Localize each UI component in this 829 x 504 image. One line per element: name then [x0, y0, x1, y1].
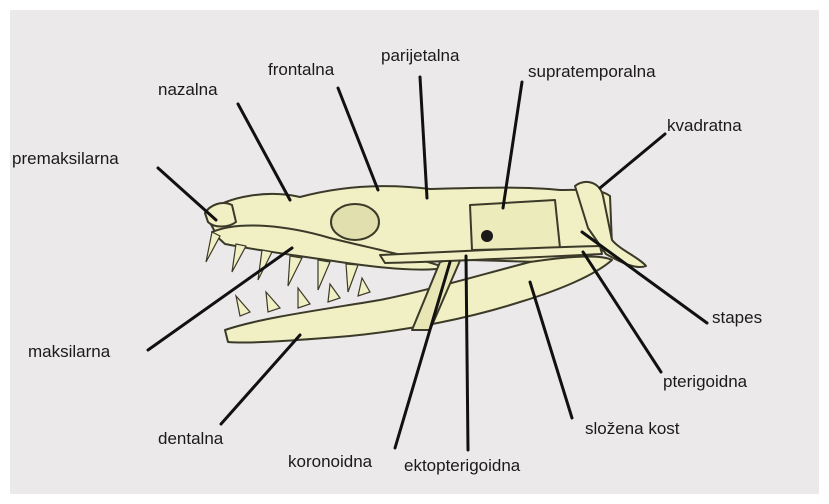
supratemporal-shape: [470, 200, 560, 250]
leader-kvadratna: [600, 134, 665, 188]
leader-slozena-kost: [530, 282, 572, 418]
leader-nazalna: [238, 104, 290, 200]
label-pterigoidna: pterigoidna: [663, 373, 747, 390]
label-premaksilarna: premaksilarna: [12, 150, 119, 167]
leader-frontalna: [338, 88, 378, 190]
label-parijetalna: parijetalna: [381, 47, 459, 64]
label-ektopterigoidna: ektopterigoidna: [404, 457, 520, 474]
label-kvadratna: kvadratna: [667, 117, 742, 134]
label-maksilarna: maksilarna: [28, 343, 110, 360]
label-stapes: stapes: [712, 309, 762, 326]
leader-dentalna: [221, 335, 300, 424]
label-koronoidna: koronoidna: [288, 453, 372, 470]
label-nazalna: nazalna: [158, 81, 218, 98]
label-dentalna: dentalna: [158, 430, 223, 447]
leader-ektopterigoidna: [466, 256, 468, 450]
leader-premaksilarna: [158, 168, 216, 220]
orbit-shape: [331, 204, 379, 240]
label-frontalna: frontalna: [268, 61, 334, 78]
foramen-mark: [481, 230, 493, 242]
leader-parijetalna: [420, 77, 427, 198]
label-slozena-kost: složena kost: [585, 420, 680, 437]
leader-pterigoidna: [583, 252, 661, 372]
label-supratemporalna: supratemporalna: [528, 63, 656, 80]
